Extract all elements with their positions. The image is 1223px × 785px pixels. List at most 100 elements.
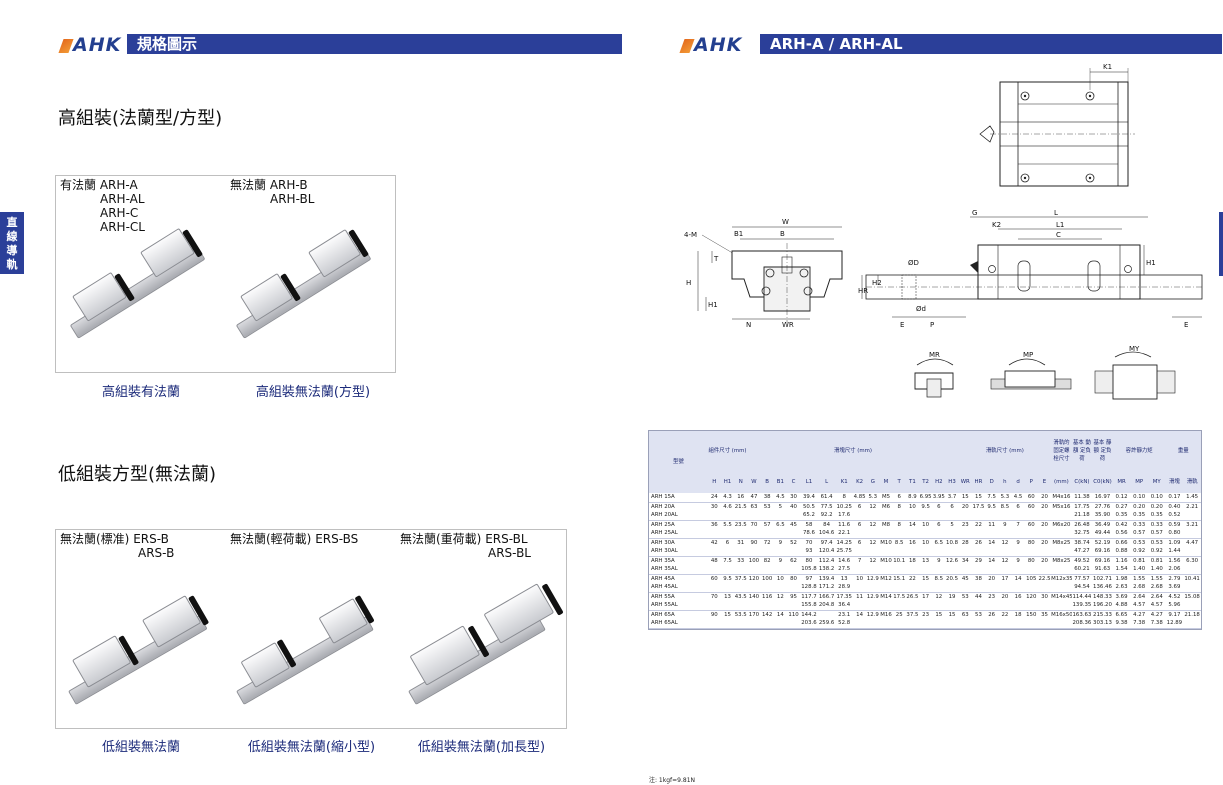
product-label: 低組裝無法蘭: [101, 740, 180, 755]
table-cell: [905, 583, 919, 593]
table-cell: [919, 619, 933, 629]
table-cell: 26.48: [1074, 521, 1090, 528]
table-cell: [1183, 619, 1201, 629]
side-tab-linear-guide[interactable]: 直線導軌: [0, 212, 24, 274]
table-cell: 80: [1027, 539, 1035, 546]
table-cell: 28.9: [835, 583, 853, 593]
table-cell: 77.5: [820, 503, 833, 510]
table-cell: [866, 511, 880, 521]
table-cell: [958, 565, 972, 575]
table-cell: [1183, 547, 1201, 557]
table-cell: [1024, 601, 1038, 611]
table-cell: 155.8: [800, 601, 818, 611]
product-prefix: 無法蘭 ARH-B: [230, 178, 308, 192]
table-cell: [958, 511, 972, 521]
table-cell: 170: [748, 611, 760, 618]
table-cell: [879, 619, 893, 629]
table-cell: 80: [1027, 557, 1035, 564]
table-cell: 7.38: [1130, 619, 1148, 629]
table-cell: 34: [961, 557, 969, 564]
table-cell: 1.45: [1183, 493, 1201, 503]
table-cell: 80: [805, 557, 813, 564]
table-cell: [1183, 565, 1201, 575]
table-cell: 166.7: [818, 593, 835, 600]
table-cell: M10: [880, 539, 892, 546]
table-cell: 120: [748, 575, 760, 582]
table-cell: 7.5: [985, 493, 999, 503]
table-cell: M8x25: [1052, 539, 1071, 546]
product-box-arh-b: 無法蘭 ARH-B ARH-BL: [226, 175, 396, 373]
product-model: ARS-BL: [488, 546, 531, 560]
column-header: HR: [971, 471, 986, 493]
table-cell: 39.4: [800, 493, 818, 503]
table-cell: [892, 547, 906, 557]
table-cell: [998, 565, 1012, 575]
table-cell: 91.63: [1092, 565, 1113, 575]
table-cell: [985, 601, 999, 611]
table-cell: 26: [975, 539, 982, 546]
column-header: MR: [1112, 471, 1131, 493]
table-cell: 58: [805, 521, 813, 528]
table-cell: [866, 565, 880, 575]
product-prefix: 有法蘭 ARH-A: [60, 178, 138, 192]
drawing-side-view: L G L1 K2 C ØD HR H2 H1 Ød E P E: [858, 209, 1203, 329]
table-cell: 70: [805, 539, 813, 546]
table-cell: [1183, 583, 1201, 593]
table-cell: [998, 547, 1012, 557]
table-cell: 5.3: [998, 493, 1012, 503]
table-cell: [773, 529, 787, 539]
table-cell: 36: [710, 521, 718, 528]
table-cell: 6: [857, 503, 862, 510]
table-cell: 52.19: [1094, 539, 1111, 546]
column-header: C0(kN): [1092, 471, 1113, 493]
table-cell: 36.4: [835, 601, 853, 611]
table-cell: [786, 547, 801, 557]
table-cell: [985, 619, 999, 629]
table-cell: 9.5: [987, 503, 996, 510]
table-cell: 12.9: [866, 593, 879, 600]
dim-label: H1: [1146, 259, 1156, 267]
product-model: ARH-C: [100, 206, 139, 220]
table-cell: [1011, 547, 1025, 557]
table-cell: [720, 529, 735, 539]
table-cell: 47.27: [1071, 547, 1093, 557]
table-cell: 70: [710, 593, 718, 600]
table-cell: 15: [922, 575, 930, 582]
table-cell: [786, 511, 801, 521]
dim-label: N: [746, 321, 751, 329]
table-cell: [919, 511, 933, 521]
table-cell: 0.17: [1165, 493, 1184, 503]
table-cell: 48: [710, 557, 718, 564]
table-cell: [734, 529, 748, 539]
table-cell: [707, 529, 721, 539]
table-cell: 8.5: [934, 575, 944, 582]
table-cell: 12.9: [866, 611, 879, 618]
table-cell: [958, 619, 972, 629]
table-cell: [707, 583, 721, 593]
table-cell: [879, 601, 893, 611]
table-cell: [747, 619, 761, 629]
table-cell: 60: [710, 575, 718, 582]
table-cell: 15.08: [1184, 593, 1200, 600]
table-cell: [945, 601, 959, 611]
drawing-front-view: W B B1 4-M H T H1 N WR: [684, 218, 843, 329]
table-cell: 10: [856, 575, 864, 582]
table-cell: 15: [724, 611, 731, 618]
table-cell: [879, 583, 893, 593]
section-title-low: 低組裝方型(無法蘭): [58, 464, 217, 485]
table-cell: 20: [1041, 503, 1048, 510]
table-cell: 9.38: [1112, 619, 1131, 629]
table-cell: 12: [1001, 557, 1009, 564]
table-cell: [879, 529, 893, 539]
table-cell: 92.2: [817, 511, 836, 521]
table-cell: 49.52: [1074, 557, 1090, 564]
table-cell: 65.2: [800, 511, 818, 521]
table-cell: [932, 619, 946, 629]
table-cell: 163.63: [1072, 611, 1092, 618]
table-cell: 8: [897, 521, 901, 528]
table-cell: 112.4: [818, 557, 835, 564]
table-cell: 2.63: [1112, 583, 1131, 593]
table-cell: [1011, 511, 1025, 521]
table-cell: 4.27: [1150, 611, 1163, 618]
table-cell: 3.95: [932, 493, 946, 503]
